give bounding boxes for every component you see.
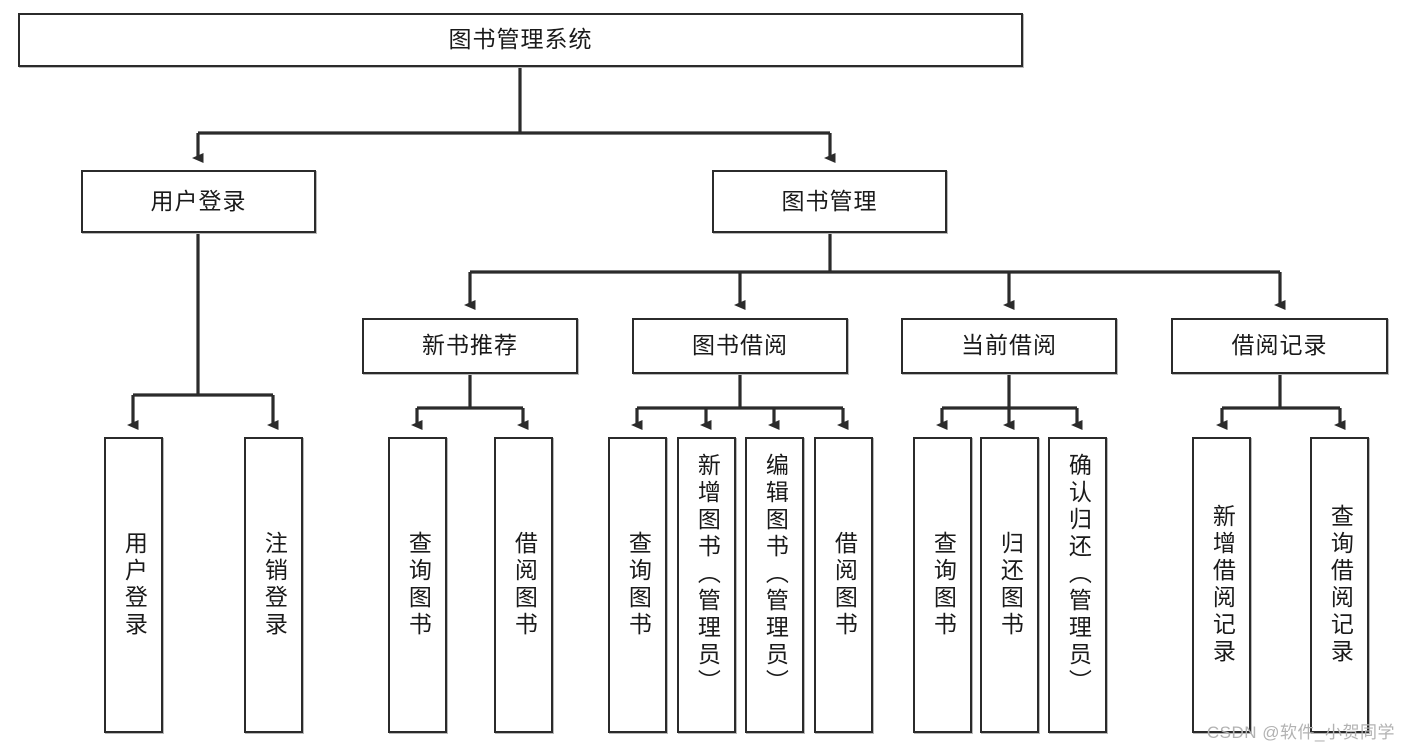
leaf-new-book-query-label: 查询图书 [405,531,432,639]
leaf-record-add-record[interactable]: 新增借阅记录 [1192,437,1251,733]
node-root-system[interactable]: 图书管理系统 [18,13,1023,67]
leaf-record-add-record-label: 新增借阅记录 [1209,504,1236,666]
leaf-borrow-query-book[interactable]: 查询图书 [608,437,667,733]
leaf-current-return-book[interactable]: 归还图书 [980,437,1039,733]
node-user-login[interactable]: 用户登录 [81,170,316,233]
node-new-book-recommend-label: 新书推荐 [422,332,518,359]
leaf-borrow-edit-book-admin-label: 编辑图书（管理员） [762,453,789,696]
node-borrow-record[interactable]: 借阅记录 [1171,318,1388,374]
leaf-new-book-borrow-label: 借阅图书 [511,531,538,639]
leaf-user-login-logout-label: 注销登录 [261,531,288,639]
node-current-borrow-label: 当前借阅 [961,332,1057,359]
leaf-user-login-logout[interactable]: 注销登录 [244,437,303,733]
leaf-user-login-login[interactable]: 用户登录 [104,437,163,733]
node-user-login-label: 用户登录 [150,187,247,214]
node-current-borrow[interactable]: 当前借阅 [901,318,1117,374]
node-book-borrow[interactable]: 图书借阅 [632,318,848,374]
node-root-system-label: 图书管理系统 [448,26,593,53]
leaf-user-login-login-label: 用户登录 [121,531,148,639]
node-book-management[interactable]: 图书管理 [712,170,947,233]
leaf-current-confirm-return-admin-label: 确认归还（管理员） [1065,453,1092,696]
node-book-management-label: 图书管理 [781,187,878,214]
leaf-current-query-book-label: 查询图书 [930,531,957,639]
leaf-borrow-edit-book-admin[interactable]: 编辑图书（管理员） [745,437,804,733]
node-new-book-recommend[interactable]: 新书推荐 [362,318,578,374]
leaf-borrow-borrow-book-label: 借阅图书 [831,531,858,639]
leaf-borrow-borrow-book[interactable]: 借阅图书 [814,437,873,733]
leaf-new-book-query[interactable]: 查询图书 [388,437,447,733]
node-borrow-record-label: 借阅记录 [1231,332,1328,359]
leaf-current-query-book[interactable]: 查询图书 [913,437,972,733]
csdn-watermark: CSDN @软件_小贺同学 [1206,723,1395,742]
leaf-borrow-query-book-label: 查询图书 [625,531,652,639]
leaf-record-query-record-label: 查询借阅记录 [1327,504,1354,666]
leaf-borrow-add-book-admin-label: 新增图书（管理员） [694,453,721,696]
leaf-borrow-add-book-admin[interactable]: 新增图书（管理员） [677,437,736,733]
leaf-current-confirm-return-admin[interactable]: 确认归还（管理员） [1048,437,1107,733]
leaf-record-query-record[interactable]: 查询借阅记录 [1310,437,1369,733]
leaf-new-book-borrow[interactable]: 借阅图书 [494,437,553,733]
node-book-borrow-label: 图书借阅 [692,332,788,359]
leaf-current-return-book-label: 归还图书 [997,531,1024,639]
